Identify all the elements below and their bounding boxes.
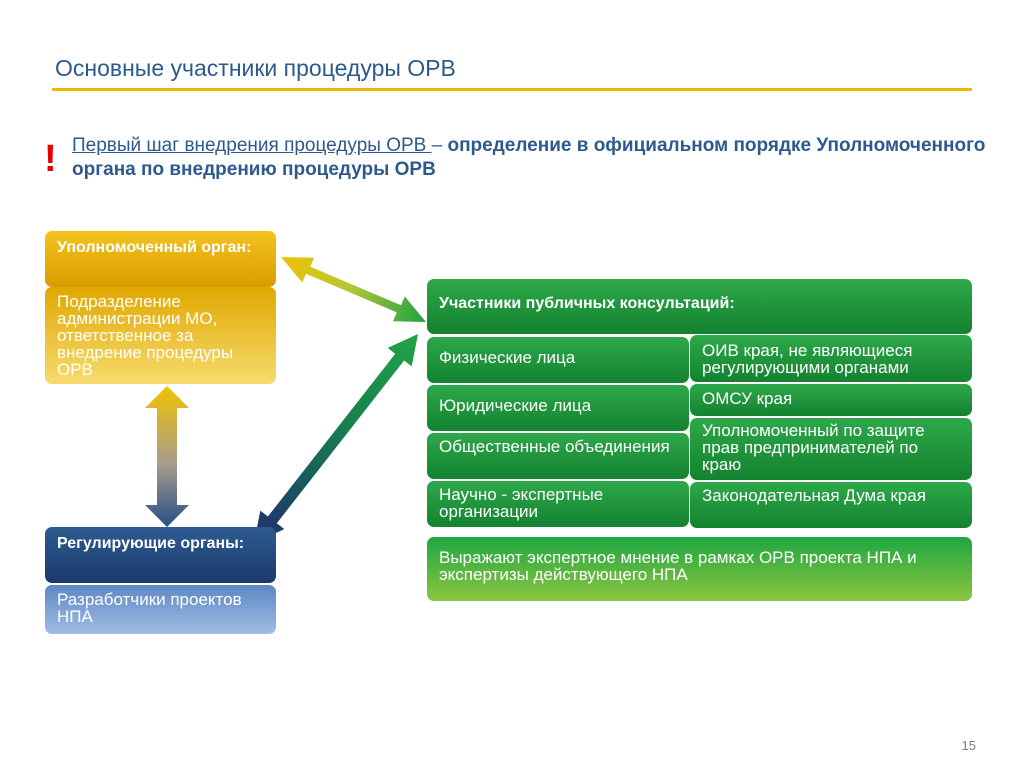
participant-right-item: ОИВ края, не являющиеся регулирующими ор… [690,335,972,382]
participants-title: Участники публичных консультаций: [439,295,735,312]
expert-opinion-text: Выражают экспертное мнение в рамках ОРВ … [439,548,917,584]
participants-header: Участники публичных консультаций: [427,279,972,334]
authorized-body-title: Уполномоченный орган: [57,239,252,256]
page-number: 15 [961,738,976,753]
participant-left-item: Общественные объединения [427,433,689,479]
regulators-title: Регулирующие органы: [57,535,245,552]
arrow-authorized-to-regulators [145,386,189,527]
participant-right-item: Законодательная Дума края [690,482,972,528]
regulators-text: Разработчики проектов НПА [57,590,242,626]
participant-left-label: Физические лица [439,348,576,367]
participant-left-label: Общественные объединения [439,437,670,456]
arrow-regulators-to-participants [254,334,418,543]
participant-left-label: Юридические лица [439,396,592,415]
participant-right-item: Уполномоченный по защите прав предприним… [690,418,972,480]
regulators-card: Разработчики проектов НПА [45,585,276,634]
participant-right-label: Законодательная Дума края [702,486,926,505]
authorized-body-card: Подразделение администрации МО, ответств… [45,287,276,384]
key-note-dash: – [431,135,448,156]
page-title: Основные участники процедуры ОРВ [55,55,456,81]
title-underline [52,88,972,91]
key-note: Первый шаг внедрения процедуры ОРВ – опр… [72,134,992,182]
participant-right-label: ОИВ края, не являющиеся регулирующими ор… [702,341,913,377]
regulators-header: Регулирующие органы: [45,527,276,583]
participant-right-label: Уполномоченный по защите прав предприним… [702,421,925,474]
authorized-body-header: Уполномоченный орган: [45,231,276,287]
participant-left-item: Физические лица [427,337,689,383]
exclamation-icon: ! [44,138,57,180]
participant-left-item: Научно - экспертные организации [427,481,689,527]
key-note-lead: Первый шаг внедрения процедуры ОРВ [72,135,432,156]
key-note-emphasis: определение в официальном порядке Уполно… [72,135,986,180]
participant-left-label: Научно - экспертные организации [439,485,604,521]
expert-opinion-summary: Выражают экспертное мнение в рамках ОРВ … [427,537,972,601]
participant-right-label: ОМСУ края [702,389,793,408]
authorized-body-text: Подразделение администрации МО, ответств… [57,292,234,379]
arrow-authorized-to-participants [281,257,426,322]
participant-left-item: Юридические лица [427,385,689,431]
participant-right-item: ОМСУ края [690,384,972,416]
